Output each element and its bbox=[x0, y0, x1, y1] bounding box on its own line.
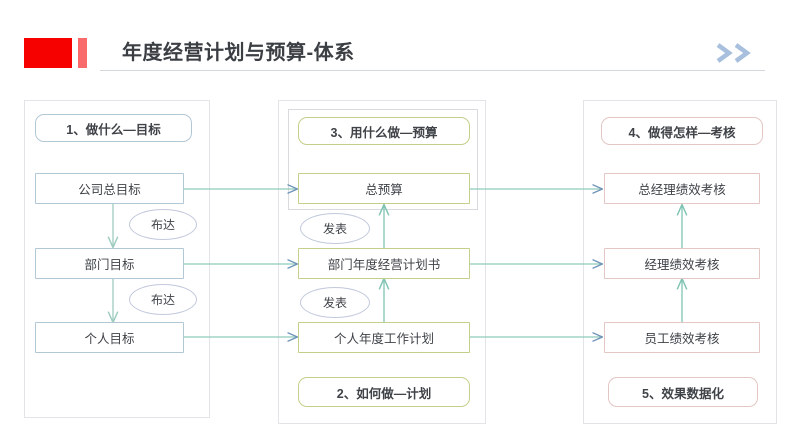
badge-bu-da-1: 布达 bbox=[129, 209, 197, 240]
title-divider bbox=[100, 70, 765, 71]
badge-fa-biao-2: 发表 bbox=[300, 287, 370, 318]
page-header: 年度经营计划与预算-体系 bbox=[0, 0, 800, 90]
badge-bu-da-2: 布达 bbox=[129, 284, 197, 315]
node-company-goal[interactable]: 公司总目标 bbox=[35, 173, 184, 204]
node-individual-goal[interactable]: 个人目标 bbox=[35, 322, 184, 353]
node-personal-annual-plan[interactable]: 个人年度工作计划 bbox=[298, 322, 470, 353]
page-title: 年度经营计划与预算-体系 bbox=[122, 42, 355, 64]
column-footer-data: 5、效果数据化 bbox=[608, 377, 758, 407]
brand-block-icon bbox=[24, 38, 72, 68]
node-department-annual-plan[interactable]: 部门年度经营计划书 bbox=[298, 248, 470, 279]
column-heading-budget: 3、用什么做—预算 bbox=[298, 117, 470, 145]
node-manager-performance-assessment[interactable]: 经理绩效考核 bbox=[604, 248, 760, 279]
column-heading-assessment: 4、做得怎样—考核 bbox=[601, 117, 763, 145]
node-department-goal[interactable]: 部门目标 bbox=[35, 248, 184, 279]
brand-accent-bar-icon bbox=[78, 38, 87, 68]
badge-fa-biao-1: 发表 bbox=[300, 213, 370, 244]
node-staff-performance-assessment[interactable]: 员工绩效考核 bbox=[604, 322, 760, 353]
column-footer-plan: 2、如何做—计划 bbox=[298, 377, 470, 407]
node-gm-performance-assessment[interactable]: 总经理绩效考核 bbox=[604, 173, 760, 204]
node-total-budget[interactable]: 总预算 bbox=[298, 173, 470, 204]
column-heading-goals: 1、做什么—目标 bbox=[35, 114, 192, 142]
double-chevron-right-icon[interactable] bbox=[712, 40, 758, 66]
